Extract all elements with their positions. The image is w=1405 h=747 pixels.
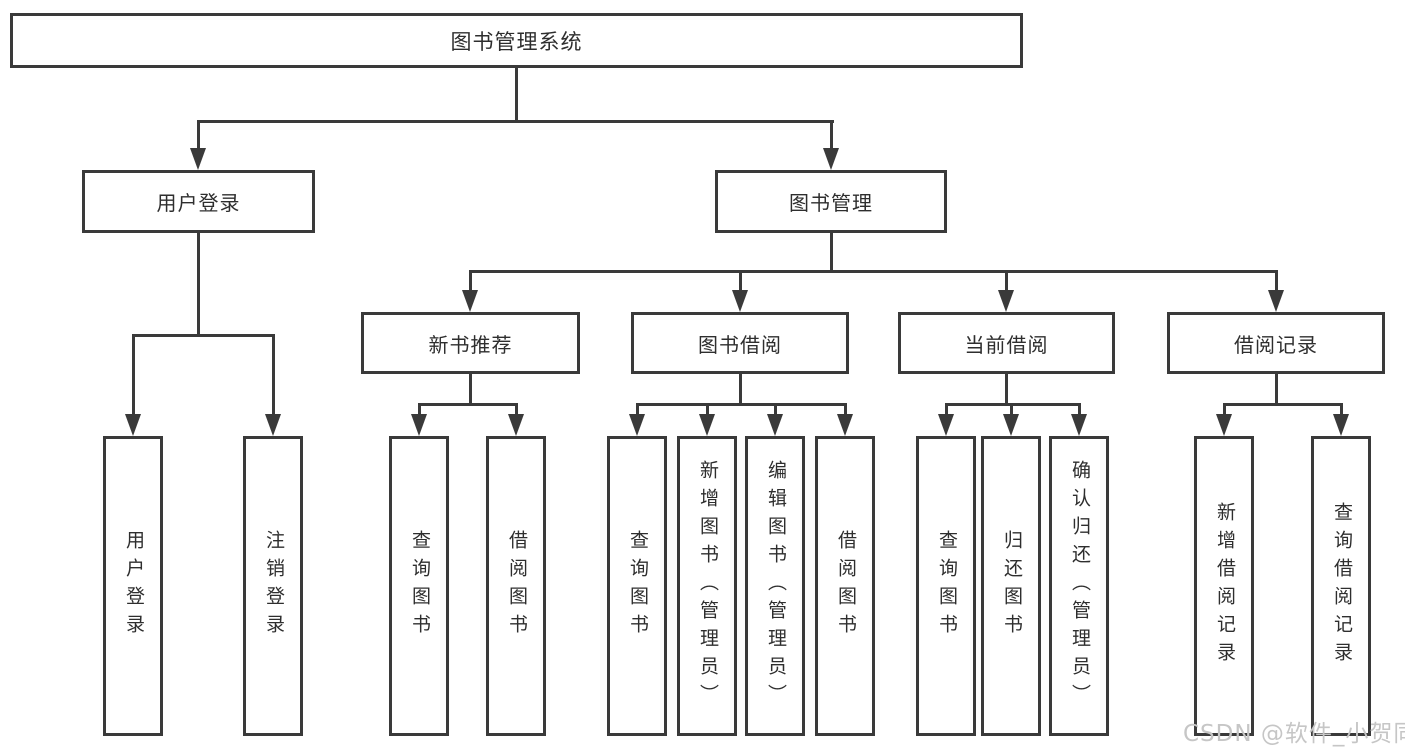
connector-line bbox=[739, 374, 742, 405]
connector-line bbox=[739, 270, 742, 291]
node-label: 图书管理系统 bbox=[450, 29, 583, 54]
leaf-confirm-return-admin: 确认归还（管理员） bbox=[1049, 436, 1109, 736]
node-book-management: 图书管理 bbox=[715, 170, 947, 233]
connector-line bbox=[945, 403, 948, 416]
arrow-down-icon bbox=[699, 414, 715, 436]
connector-line bbox=[945, 403, 1081, 406]
arrow-down-icon bbox=[837, 414, 853, 436]
connector-line bbox=[1275, 374, 1278, 405]
leaf-query-borrow-record: 查询借阅记录 bbox=[1311, 436, 1371, 736]
connector-line bbox=[197, 233, 200, 336]
node-label: 借阅记录 bbox=[1234, 332, 1318, 357]
connector-line bbox=[830, 233, 833, 272]
arrow-down-icon bbox=[508, 414, 524, 436]
arrow-down-icon bbox=[411, 414, 427, 436]
node-label: 查询图书 bbox=[626, 530, 649, 642]
leaf-add-borrow-record: 新增借阅记录 bbox=[1194, 436, 1254, 736]
node-new-book-recommend: 新书推荐 bbox=[361, 312, 580, 374]
node-label: 新书推荐 bbox=[428, 332, 513, 357]
connector-line bbox=[1010, 403, 1013, 416]
node-root-library-system: 图书管理系统 bbox=[10, 13, 1023, 68]
arrow-down-icon bbox=[629, 414, 645, 436]
arrow-down-icon bbox=[1003, 414, 1019, 436]
leaf-edit-books-admin: 编辑图书（管理员） bbox=[745, 436, 805, 736]
connector-line bbox=[774, 403, 777, 416]
connector-line bbox=[1223, 403, 1226, 416]
connector-line bbox=[197, 120, 834, 123]
connector-line bbox=[1005, 270, 1008, 291]
connector-line bbox=[844, 403, 847, 416]
leaf-query-books-recommend: 查询图书 bbox=[389, 436, 449, 736]
connector-line bbox=[706, 403, 709, 416]
arrow-down-icon bbox=[823, 148, 839, 170]
connector-line bbox=[1223, 403, 1343, 406]
leaf-borrow-books-recommend: 借阅图书 bbox=[486, 436, 546, 736]
node-label: 新增图书（管理员） bbox=[696, 460, 719, 712]
leaf-add-books-admin: 新增图书（管理员） bbox=[677, 436, 737, 736]
connector-line bbox=[469, 374, 472, 405]
arrow-down-icon bbox=[998, 290, 1014, 312]
arrow-down-icon bbox=[767, 414, 783, 436]
arrow-down-icon bbox=[265, 414, 281, 436]
leaf-borrow-books: 借阅图书 bbox=[815, 436, 875, 736]
connector-line bbox=[132, 334, 135, 415]
arrow-down-icon bbox=[1216, 414, 1232, 436]
node-label: 借阅图书 bbox=[505, 530, 528, 642]
leaf-query-books-borrowing: 查询图书 bbox=[607, 436, 667, 736]
arrow-down-icon bbox=[732, 290, 748, 312]
node-current-borrowing: 当前借阅 bbox=[898, 312, 1115, 374]
leaf-query-books-current: 查询图书 bbox=[916, 436, 976, 736]
node-user-login: 用户登录 bbox=[82, 170, 315, 233]
arrow-down-icon bbox=[190, 148, 206, 170]
node-label: 图书管理 bbox=[789, 191, 873, 215]
node-label: 当前借阅 bbox=[964, 332, 1049, 357]
arrow-down-icon bbox=[1268, 290, 1284, 312]
csdn-watermark: CSDN @软件_小贺同学 bbox=[1183, 721, 1405, 747]
leaf-user-login: 用户登录 bbox=[103, 436, 163, 736]
node-label: 查询图书 bbox=[935, 530, 958, 642]
node-label: 归还图书 bbox=[1000, 530, 1023, 642]
node-book-borrowing: 图书借阅 bbox=[631, 312, 849, 374]
arrow-down-icon bbox=[1333, 414, 1349, 436]
node-label: 用户登录 bbox=[156, 191, 241, 215]
connector-line bbox=[636, 403, 639, 416]
connector-line bbox=[515, 403, 518, 416]
connector-line bbox=[1275, 270, 1278, 291]
connector-line bbox=[418, 403, 421, 416]
connector-line bbox=[1340, 403, 1343, 416]
node-label: 注销登录 bbox=[262, 530, 285, 642]
leaf-logout: 注销登录 bbox=[243, 436, 303, 736]
leaf-return-books: 归还图书 bbox=[981, 436, 1041, 736]
connector-line bbox=[132, 334, 275, 337]
arrow-down-icon bbox=[1071, 414, 1087, 436]
arrow-down-icon bbox=[462, 290, 478, 312]
node-label: 借阅图书 bbox=[834, 530, 857, 642]
node-label: 确认归还（管理员） bbox=[1068, 460, 1091, 712]
node-label: 用户登录 bbox=[122, 530, 145, 642]
connector-line bbox=[469, 270, 472, 291]
arrow-down-icon bbox=[938, 414, 954, 436]
arrow-down-icon bbox=[125, 414, 141, 436]
node-label: 编辑图书（管理员） bbox=[764, 460, 787, 712]
connector-line bbox=[636, 403, 847, 406]
node-label: 查询借阅记录 bbox=[1330, 502, 1353, 670]
node-label: 新增借阅记录 bbox=[1213, 502, 1236, 670]
connector-line bbox=[1078, 403, 1081, 416]
connector-line bbox=[515, 68, 518, 122]
node-label: 查询图书 bbox=[408, 530, 431, 642]
connector-line bbox=[197, 120, 200, 150]
connector-line bbox=[469, 270, 1278, 273]
connector-line bbox=[830, 120, 833, 150]
node-borrowing-records: 借阅记录 bbox=[1167, 312, 1385, 374]
connector-line bbox=[1005, 374, 1008, 405]
connector-line bbox=[418, 403, 518, 406]
connector-line bbox=[272, 334, 275, 415]
node-label: 图书借阅 bbox=[698, 332, 782, 357]
